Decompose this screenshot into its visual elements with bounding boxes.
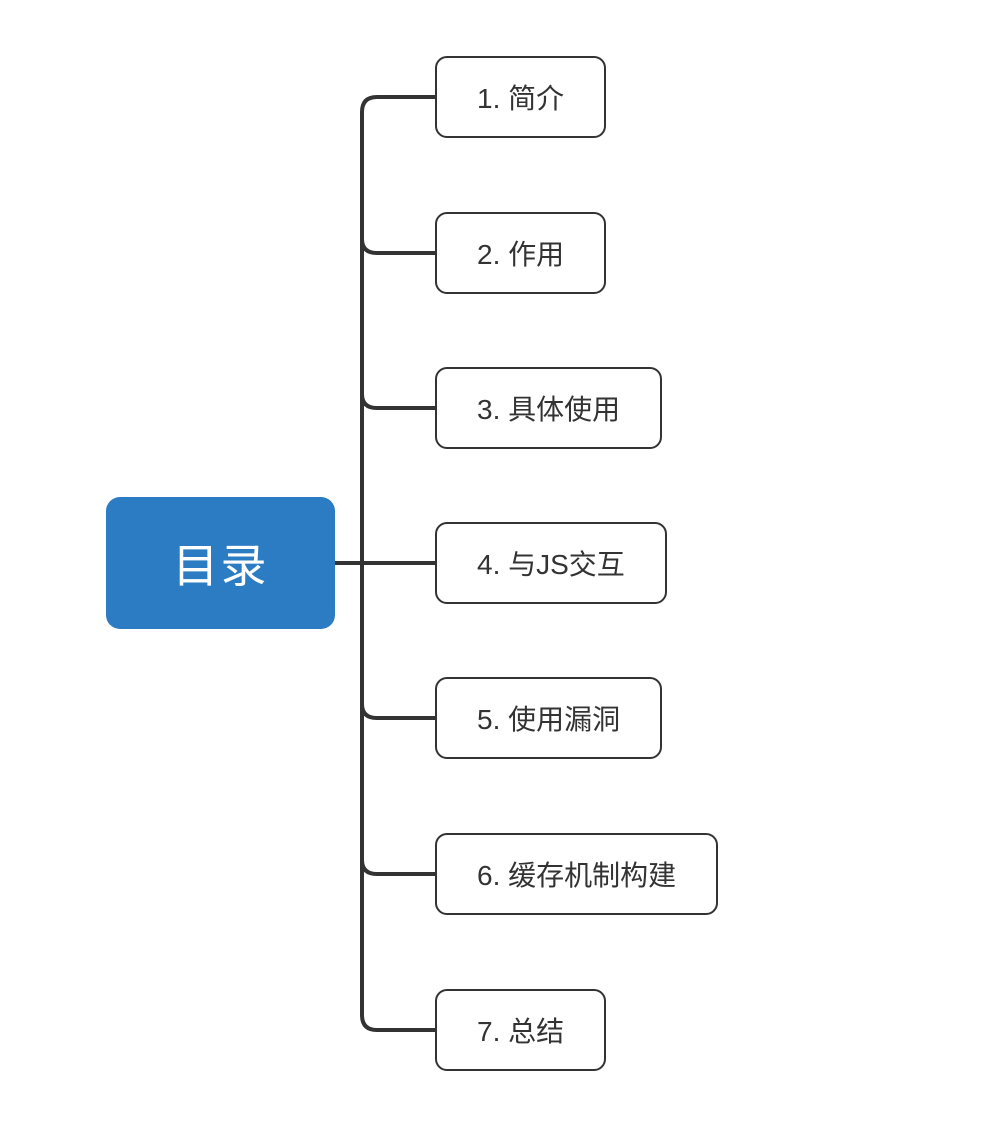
connector-branch-6 bbox=[360, 859, 437, 876]
topic-label: 6. 缓存机制构建 bbox=[477, 860, 677, 891]
connector-branch-5 bbox=[360, 703, 437, 720]
connector-branch-2 bbox=[360, 238, 437, 255]
topic-node-4[interactable]: 4. 与JS交互 bbox=[435, 522, 667, 604]
topic-node-5[interactable]: 5. 使用漏洞 bbox=[435, 677, 663, 759]
topic-node-1[interactable]: 1. 简介 bbox=[435, 56, 607, 138]
root-topic-label: 目录 bbox=[172, 540, 269, 592]
topic-label: 4. 与JS交互 bbox=[477, 549, 625, 580]
topic-label: 7. 总结 bbox=[477, 1016, 565, 1047]
topic-label: 5. 使用漏洞 bbox=[477, 704, 621, 735]
topic-node-2[interactable]: 2. 作用 bbox=[435, 212, 607, 294]
topic-label: 1. 简介 bbox=[477, 83, 565, 114]
topic-node-7[interactable]: 7. 总结 bbox=[435, 989, 607, 1071]
topic-node-6[interactable]: 6. 缓存机制构建 bbox=[435, 833, 719, 915]
root-topic-node[interactable]: 目录 bbox=[106, 497, 335, 629]
topic-node-3[interactable]: 3. 具体使用 bbox=[435, 367, 663, 449]
topic-label: 3. 具体使用 bbox=[477, 394, 621, 425]
topic-label: 2. 作用 bbox=[477, 239, 565, 270]
connector-branch-3 bbox=[360, 393, 437, 410]
